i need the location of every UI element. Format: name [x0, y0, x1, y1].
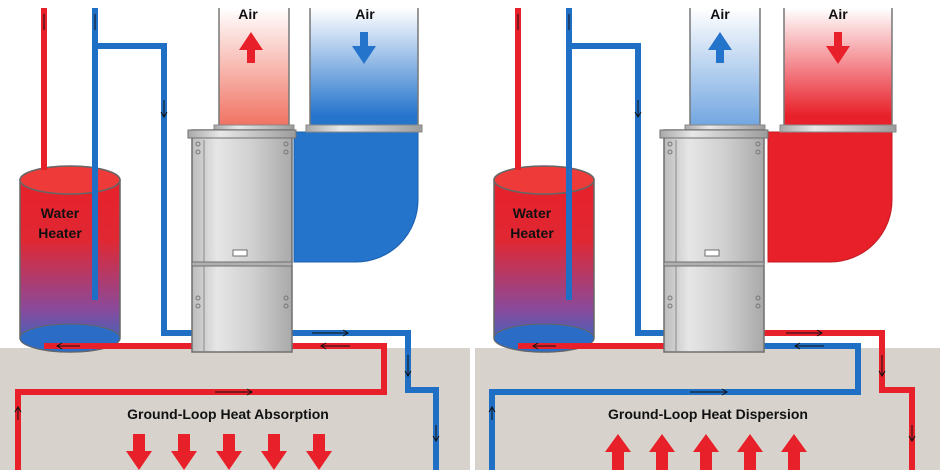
supply-air-duct: [219, 8, 289, 128]
return-air-elbow: [293, 131, 419, 263]
heat-pump-unit: [187, 129, 297, 353]
heat-flow-down-arrow: [171, 434, 197, 470]
supply-air-duct: [690, 8, 760, 128]
cool-air-down-arrow: [352, 32, 376, 64]
cool-air-up-arrow: [708, 32, 732, 63]
heat-flow-up-arrow: [605, 434, 631, 470]
return-collar: [305, 124, 423, 133]
tank-label-line2: Heater: [510, 225, 554, 241]
heat-flow-up-arrow: [781, 434, 807, 470]
heat-pump-unit: [659, 129, 769, 353]
return-collar: [779, 124, 897, 133]
heat-flow-down-arrow: [306, 434, 332, 470]
tank-to-unit-pipe: [570, 43, 664, 336]
warm-air-up-arrow: [239, 32, 263, 63]
warm-air-down-arrow: [826, 32, 850, 64]
water-heater: Water Heater: [19, 165, 121, 353]
tank-label-line2: Heater: [38, 225, 82, 241]
panel-heat-dispersion: Air Air Water Heater: [475, 6, 940, 470]
heat-flow-down-arrow: [126, 434, 152, 470]
tank-to-unit-pipe: [96, 43, 192, 336]
ground-arrows-absorption: [126, 434, 332, 470]
ground-loop-return-pipe: [286, 330, 439, 470]
return-air-elbow: [767, 131, 893, 263]
ground-loop-supply-pipe: [758, 330, 915, 470]
tank-label-line1: Water: [513, 205, 552, 221]
water-heater: Water Heater: [493, 165, 595, 353]
caption-absorption: Ground-Loop Heat Absorption: [127, 406, 329, 422]
return-air-label: Air: [828, 6, 848, 22]
heat-flow-up-arrow: [737, 434, 763, 470]
ground-arrows-dispersion: [605, 434, 807, 470]
heat-flow-down-arrow: [261, 434, 287, 470]
panel-heat-absorption: Air Air Water Heater: [0, 6, 470, 470]
heat-flow-up-arrow: [649, 434, 675, 470]
supply-air-label: Air: [710, 6, 730, 22]
tank-label-line1: Water: [41, 205, 80, 221]
supply-air-label: Air: [238, 6, 258, 22]
heat-flow-up-arrow: [693, 434, 719, 470]
return-air-duct: [784, 8, 892, 128]
return-air-label: Air: [355, 6, 375, 22]
caption-dispersion: Ground-Loop Heat Dispersion: [608, 406, 808, 422]
heat-flow-down-arrow: [216, 434, 242, 470]
return-air-duct: [310, 8, 418, 128]
